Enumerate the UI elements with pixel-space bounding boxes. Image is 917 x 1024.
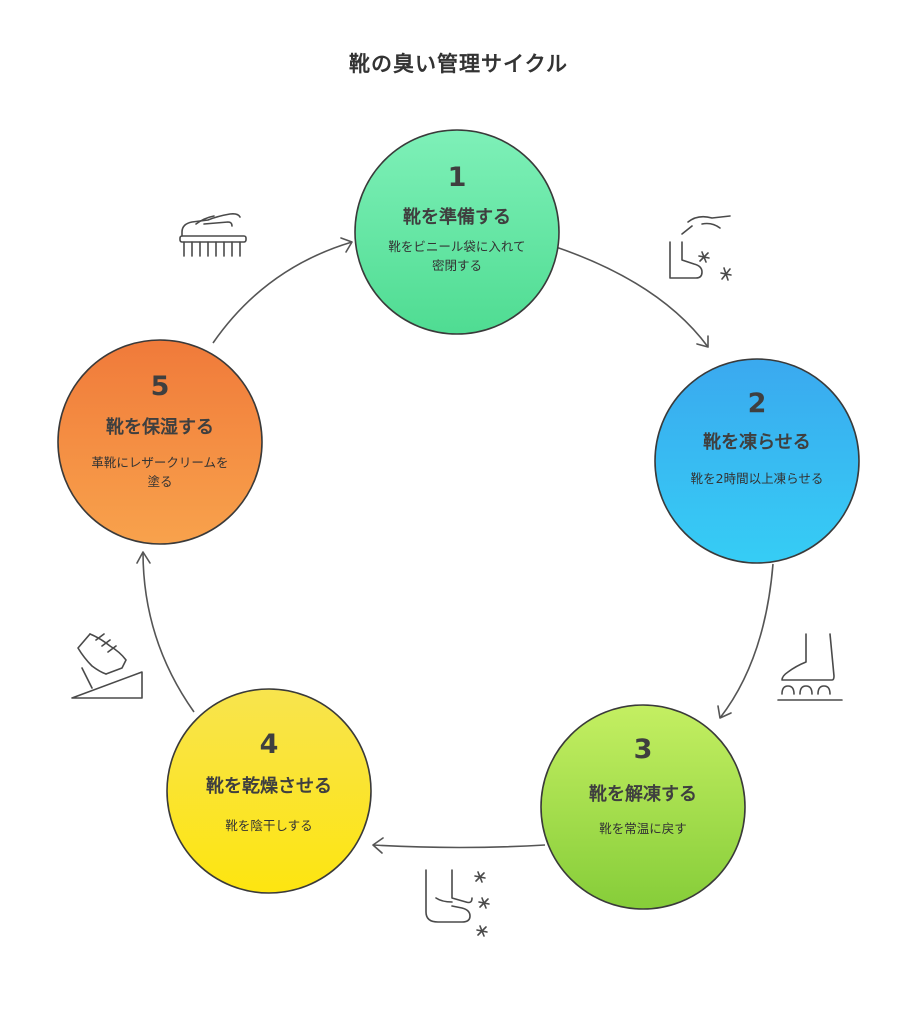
- arrow-2-to-3: [717, 563, 774, 719]
- drying-foot-icon: [425, 869, 490, 937]
- step-1-title: 靴を準備する: [403, 206, 511, 228]
- freezing-foot-icon: [669, 215, 732, 281]
- step-5-number: 5: [151, 371, 170, 402]
- thawing-foot-icon: [777, 633, 843, 701]
- diagram-title: 靴の臭い管理サイクル: [349, 52, 568, 76]
- step-2-title: 靴を凍らせる: [703, 431, 811, 453]
- step-2-number: 2: [748, 388, 767, 419]
- step-5-desc-line2: 塗る: [147, 474, 172, 489]
- step-3-number: 3: [634, 734, 653, 765]
- step-3: 3 靴を解凍する 靴を常温に戻す: [540, 704, 746, 910]
- step-1-circle: [354, 129, 560, 335]
- step-1: 1 靴を準備する 靴をビニール袋に入れて 密閉する: [354, 129, 560, 335]
- brush-hand-icon: [179, 213, 247, 257]
- step-4: 4 靴を乾燥させる 靴を陰干しする: [166, 688, 372, 894]
- step-5-circle: [57, 339, 263, 545]
- step-2-desc-line1: 靴を2時間以上凍らせる: [691, 471, 824, 486]
- shoe-on-ramp-icon: [71, 633, 143, 699]
- step-5-desc-line1: 革靴にレザークリームを: [91, 455, 228, 470]
- step-3-title: 靴を解凍する: [589, 783, 697, 805]
- step-4-title: 靴を乾燥させる: [206, 775, 332, 797]
- step-2-circle: [654, 358, 860, 564]
- arrow-4-to-5: [136, 551, 195, 713]
- step-2: 2 靴を凍らせる 靴を2時間以上凍らせる: [654, 358, 860, 564]
- step-1-number: 1: [448, 162, 467, 193]
- step-4-circle: [166, 688, 372, 894]
- step-4-desc-line1: 靴を陰干しする: [225, 818, 312, 833]
- arrow-3-to-4: [372, 837, 546, 854]
- step-3-circle: [540, 704, 746, 910]
- step-1-desc-line2: 密閉する: [432, 258, 482, 273]
- arrow-1-to-2: [552, 245, 709, 348]
- step-5-title: 靴を保湿する: [106, 416, 214, 438]
- step-1-desc-line1: 靴をビニール袋に入れて: [388, 239, 525, 254]
- arrow-5-to-1: [212, 237, 353, 344]
- step-4-number: 4: [260, 729, 279, 760]
- step-5: 5 靴を保湿する 革靴にレザークリームを 塗る: [57, 339, 263, 545]
- step-3-desc-line1: 靴を常温に戻す: [599, 821, 687, 836]
